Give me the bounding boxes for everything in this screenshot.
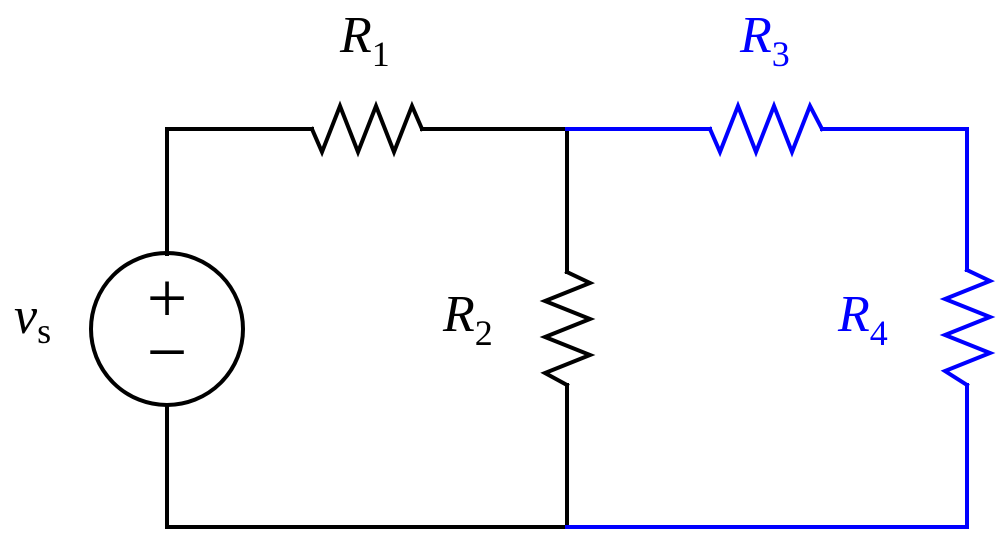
resistor-r1 (309, 100, 425, 158)
resistor-r4 (939, 267, 996, 388)
source-minus-sign: − (147, 312, 188, 392)
source-label-symbol: v (14, 288, 38, 345)
r1-label-subscript: 1 (372, 34, 390, 74)
resistor-r2 (539, 269, 596, 388)
r2-label-subscript: 2 (475, 313, 493, 353)
wire-left-top (165, 127, 314, 256)
source-plus-sign: + (147, 258, 188, 338)
r4-label-subscript: 4 (870, 313, 888, 353)
r3-label-symbol: R (739, 7, 772, 64)
r3-label-subscript: 3 (772, 34, 790, 74)
r2-label: R2 (442, 286, 493, 353)
resistor-r3 (707, 100, 825, 158)
source-label-subscript: s (37, 311, 51, 351)
r2-label-symbol: R (442, 286, 475, 343)
r4-label-symbol: R (837, 286, 870, 343)
r1-label-symbol: R (339, 7, 372, 64)
wire-bottom-left (165, 403, 569, 529)
wire-r3-to-corner (820, 127, 969, 272)
r1-label: R1 (339, 7, 390, 74)
r4-label: R4 (837, 286, 888, 353)
source-label: vs (14, 288, 51, 351)
voltage-source-circle (89, 251, 245, 407)
r3-label: R3 (739, 7, 790, 74)
